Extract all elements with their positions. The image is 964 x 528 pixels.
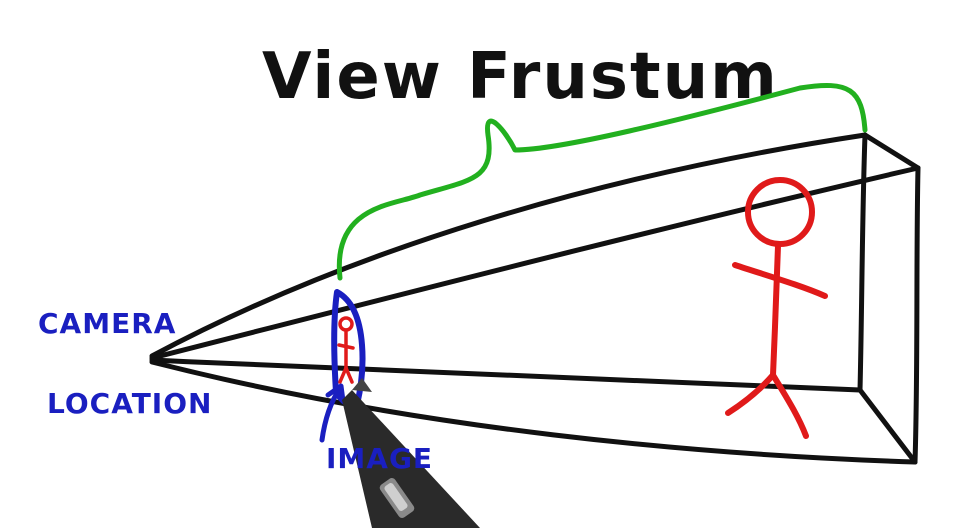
image-pointer-arrow — [319, 383, 346, 443]
camera-label: CAMERA — [38, 307, 176, 340]
frustum-lines — [149, 132, 921, 465]
frustum-middle-edge — [149, 357, 863, 393]
projected-person-head — [338, 316, 354, 332]
stylus-pen — [342, 378, 480, 528]
person-head — [745, 177, 815, 247]
far-plane-right-edge — [912, 165, 921, 465]
person-left-leg — [725, 372, 776, 416]
frustum-top-edge — [149, 132, 868, 359]
far-plane-left-edge — [857, 132, 868, 393]
projected-person-figure — [337, 316, 355, 384]
image-label: IMAGE — [326, 442, 433, 475]
person-right-leg — [770, 372, 809, 439]
frustum-extent-brace — [336, 82, 868, 281]
person-far-figure — [725, 177, 828, 439]
person-arms — [732, 262, 828, 299]
frustum-bottom-edge — [149, 359, 918, 465]
location-label: LOCATION — [47, 387, 212, 420]
far-plane-top-edge — [862, 132, 921, 171]
diagram-title: View Frustum — [262, 40, 779, 114]
frustum-upper-edge — [149, 165, 921, 361]
person-body — [770, 243, 781, 378]
far-plane-bottom-edge — [857, 387, 918, 465]
